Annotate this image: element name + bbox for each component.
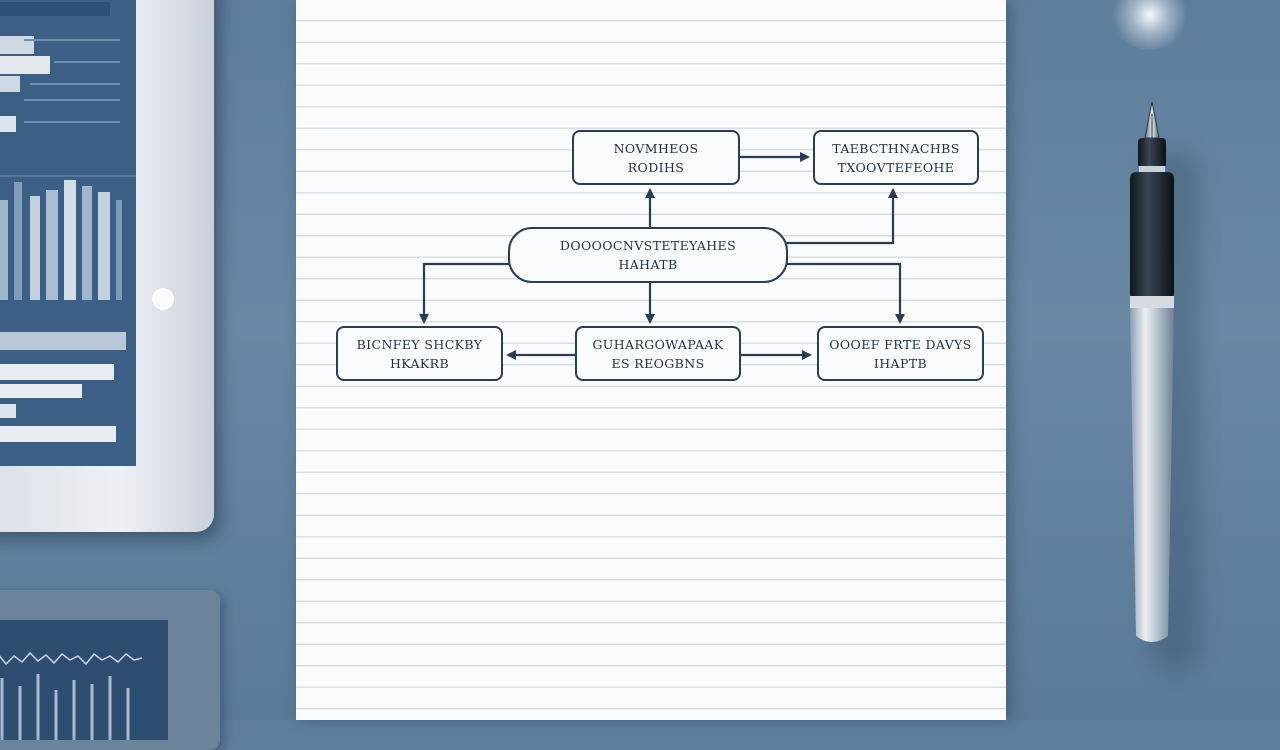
node-text: ES REOGBNS: [611, 355, 705, 371]
connector-center-up-right: [786, 188, 898, 245]
node-bottom-center: GUHARGOWAPAAK ES REOGBNS: [575, 326, 741, 381]
tablet-screen: [0, 0, 136, 466]
node-text: TXOOVTEFEOHE: [837, 159, 955, 175]
tablet-camera: [152, 288, 174, 310]
connector-center-down-left: [419, 262, 510, 324]
node-center: DOOOOCNVSTETEYAHES HAHATB: [508, 227, 788, 283]
node-text: GUHARGOWAPAAK: [592, 336, 724, 352]
fountain-pen-icon: [1130, 101, 1174, 642]
tablet: [0, 0, 214, 532]
diagram-connectors: [419, 152, 905, 360]
node-bottom-right: OOOEF FRTE DAVYS IHAPTB: [817, 326, 984, 381]
node-top-left: NOVMHEOS RODIHS: [572, 130, 740, 185]
node-text: BICNFEY SHCKBY: [356, 336, 483, 352]
node-text: RODIHS: [627, 159, 685, 175]
node-bottom-left: BICNFEY SHCKBY HKAKRB: [336, 326, 503, 381]
node-text: OOOEF FRTE DAVYS: [829, 336, 972, 352]
connector-center-down-right: [786, 262, 905, 324]
node-top-right: TAEBCTHNACHBS TXOOVTEFEOHE: [813, 130, 979, 185]
desk-scene: NOVMHEOS RODIHS TAEBCTHNACHBS TXOOVTEFEO…: [0, 0, 1200, 750]
node-text: HAHATB: [618, 257, 678, 272]
flow-diagram: NOVMHEOS RODIHS TAEBCTHNACHBS TXOOVTEFEO…: [336, 130, 984, 381]
node-text: HKAKRB: [389, 355, 450, 371]
node-text: NOVMHEOS: [613, 140, 699, 156]
node-text: IHAPTB: [873, 355, 928, 371]
tablet-dashboard-graphic: [0, 0, 136, 466]
node-text: DOOOOCNVSTETEYAHES: [559, 238, 737, 253]
node-text: TAEBCTHNACHBS: [832, 140, 960, 156]
